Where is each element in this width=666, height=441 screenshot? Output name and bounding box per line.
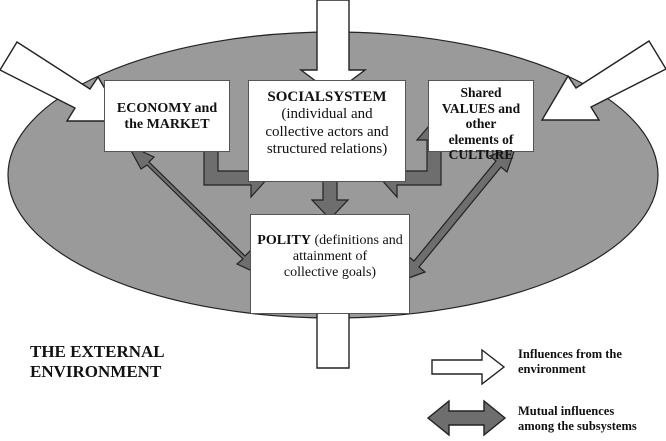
external-environment-label: THE EXTERNAL ENVIRONMENT (30, 342, 165, 383)
legend-mutual-text: Mutual influences among the subsystems (518, 404, 637, 434)
legend-external-line1: Influences from the (518, 347, 622, 361)
social-system-box: SOCIALSYSTEM (individual and collective … (248, 80, 406, 182)
culture-line4: CULTURE (448, 147, 514, 163)
polity-line3: collective goals) (283, 265, 377, 281)
polity-line1: (definitions and (314, 233, 403, 248)
culture-line3: elements of (448, 131, 514, 147)
economy-label-line1: ECONOMY and (116, 101, 218, 116)
economy-box: ECONOMY and the MARKET (104, 80, 230, 152)
culture-box: Shared VALUES and other elements of CULT… (428, 80, 534, 162)
legend-external-line2: environment (518, 362, 586, 376)
social-system-line1: (individual and (281, 106, 373, 123)
environment-line2: ENVIRONMENT (30, 362, 162, 382)
environment-line1: THE EXTERNAL (30, 342, 165, 361)
social-system-line3: structured relations) (266, 140, 388, 157)
external-arrow-left (0, 41, 126, 122)
economy-label-line2: the MARKET (124, 117, 210, 133)
polity-line1-row: POLITY (definitions and (251, 233, 409, 249)
legend-external-text: Influences from the environment (518, 347, 622, 377)
polity-title: POLITY (257, 233, 311, 248)
culture-line1: Shared (460, 85, 502, 100)
culture-line2: VALUES and other (441, 100, 521, 132)
social-system-line2: collective actors and (265, 123, 389, 140)
legend-mutual-line2: among the subsystems (518, 419, 637, 433)
legend-mutual-line1: Mutual influences (518, 404, 615, 418)
legend-external-arrow (431, 348, 506, 386)
external-arrow-right (540, 40, 666, 121)
polity-box: POLITY (definitions and attainment of co… (250, 214, 410, 314)
polity-line2: attainment of (292, 249, 368, 265)
social-system-title: SOCIALSYSTEM (267, 89, 387, 105)
legend-mutual-arrow (426, 399, 507, 437)
